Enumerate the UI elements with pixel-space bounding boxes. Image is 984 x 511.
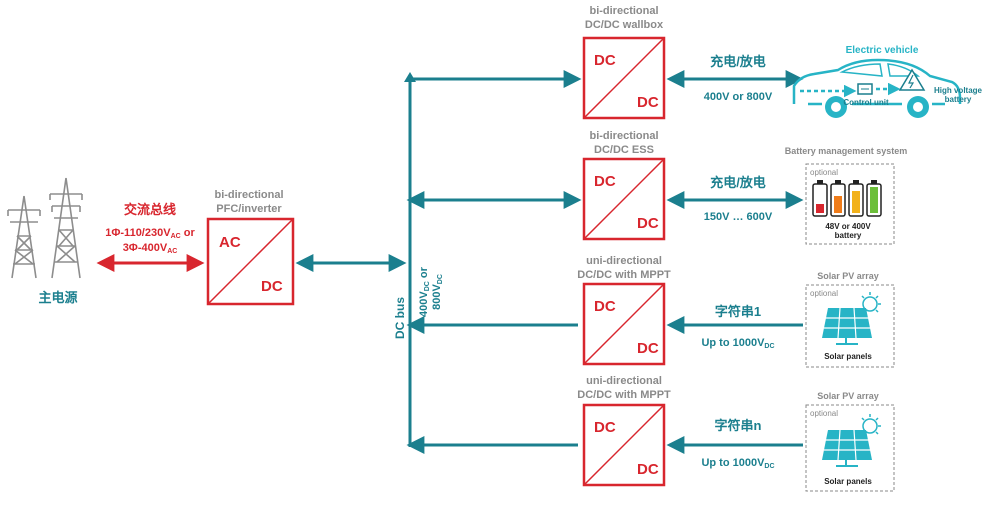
svg-text:字符串1: 字符串1 xyxy=(715,304,761,319)
svg-text:optional: optional xyxy=(810,409,838,418)
inverter-bottom-label: DC xyxy=(261,278,283,295)
svg-text:DC: DC xyxy=(637,340,659,357)
svg-text:Solar panels: Solar panels xyxy=(824,352,872,361)
svg-text:DC/DC ESS: DC/DC ESS xyxy=(594,144,654,156)
svg-text:High voltage: High voltage xyxy=(934,86,983,95)
svg-text:Up to 1000VDC: Up to 1000VDC xyxy=(701,457,774,470)
svg-text:DC/DC wallbox: DC/DC wallbox xyxy=(585,19,664,31)
link-pv-n: 字符串n Up to 1000VDC xyxy=(666,418,803,470)
svg-text:optional: optional xyxy=(810,168,838,177)
solar-pv-array-1: Solar PV array optional Solar panels xyxy=(805,271,895,368)
svg-text:battery: battery xyxy=(945,95,972,104)
sun-icon xyxy=(861,414,881,435)
electric-vehicle: Electric vehicle Control unit High volta… xyxy=(792,45,983,118)
inverter-title-line2: PFC/inverter xyxy=(216,203,282,215)
ac-voltage-line1: 1Φ-110/230VAC or xyxy=(105,227,195,240)
svg-text:Solar panels: Solar panels xyxy=(824,477,872,486)
dc-bus-voltage: 400VDC or 800VDC xyxy=(418,266,444,317)
svg-text:800VDC: 800VDC xyxy=(431,274,444,310)
svg-text:充电/放电: 充电/放电 xyxy=(710,175,766,190)
car-icon xyxy=(792,58,962,106)
grid-label: 主电源 xyxy=(38,290,77,305)
control-unit-icon xyxy=(857,83,873,95)
svg-text:DC: DC xyxy=(594,52,616,69)
svg-text:400VDC or: 400VDC or xyxy=(418,266,431,317)
svg-text:bi-directional: bi-directional xyxy=(589,130,658,142)
link-ev: 充电/放电 400V or 800V xyxy=(666,54,804,103)
converter-mppt-n: uni-directional DC/DC with MPPT DC DC xyxy=(577,375,671,487)
svg-text:DC: DC xyxy=(594,173,616,190)
solar-panel-icon xyxy=(822,307,872,345)
inverter-block: AC DC xyxy=(206,217,295,306)
battery-icon xyxy=(812,180,828,217)
dc-bus-label: DC bus xyxy=(393,297,407,339)
solar-panel-icon xyxy=(822,429,872,467)
battery-icon xyxy=(830,180,846,217)
link-ess: 充电/放电 150V … 600V xyxy=(666,175,804,223)
ac-voltage-line2: 3Φ-400VAC xyxy=(123,242,178,255)
solar-pv-array-n: Solar PV array optional Solar panels xyxy=(805,391,895,492)
svg-text:Solar PV array: Solar PV array xyxy=(817,391,879,401)
svg-text:150V … 600V: 150V … 600V xyxy=(704,211,773,223)
converter-mppt-1: uni-directional DC/DC with MPPT DC DC xyxy=(577,255,671,366)
svg-text:Battery management system: Battery management system xyxy=(785,146,908,156)
svg-text:48V or 400V: 48V or 400V xyxy=(825,222,871,231)
svg-text:Control unit: Control unit xyxy=(843,98,889,107)
svg-text:400V or 800V: 400V or 800V xyxy=(704,91,773,103)
battery-icon xyxy=(848,180,864,217)
converter-ess: bi-directional DC/DC ESS DC DC xyxy=(582,130,666,241)
battery-storage: Battery management system optional 48V o… xyxy=(785,146,908,245)
battery-icon xyxy=(866,180,882,217)
inverter-top-label: AC xyxy=(219,234,241,251)
svg-text:Solar PV array: Solar PV array xyxy=(817,271,879,281)
svg-text:DC: DC xyxy=(637,461,659,478)
svg-text:uni-directional: uni-directional xyxy=(586,375,662,387)
svg-text:Up to 1000VDC: Up to 1000VDC xyxy=(701,337,774,350)
high-voltage-warning-icon xyxy=(898,68,926,91)
svg-text:充电/放电: 充电/放电 xyxy=(710,54,766,69)
svg-text:DC: DC xyxy=(594,298,616,315)
svg-text:DC: DC xyxy=(637,215,659,232)
ac-bus-label: 交流总线 xyxy=(124,202,176,217)
svg-text:Electric vehicle: Electric vehicle xyxy=(846,45,919,56)
power-tower-icon xyxy=(7,177,83,279)
inverter-title-line1: bi-directional xyxy=(214,189,283,201)
sun-icon xyxy=(861,292,881,313)
svg-text:DC: DC xyxy=(594,419,616,436)
svg-text:DC bus: DC bus xyxy=(393,297,407,339)
svg-text:DC/DC with MPPT: DC/DC with MPPT xyxy=(577,389,671,401)
svg-text:DC/DC with MPPT: DC/DC with MPPT xyxy=(577,269,671,281)
svg-text:uni-directional: uni-directional xyxy=(586,255,662,267)
svg-text:字符串n: 字符串n xyxy=(715,418,762,433)
converter-wallbox: bi-directional DC/DC wallbox DC DC xyxy=(582,5,666,120)
link-pv-1: 字符串1 Up to 1000VDC xyxy=(666,304,803,350)
svg-text:bi-directional: bi-directional xyxy=(589,5,658,17)
svg-text:DC: DC xyxy=(637,94,659,111)
svg-text:battery: battery xyxy=(835,231,862,240)
svg-text:optional: optional xyxy=(810,289,838,298)
